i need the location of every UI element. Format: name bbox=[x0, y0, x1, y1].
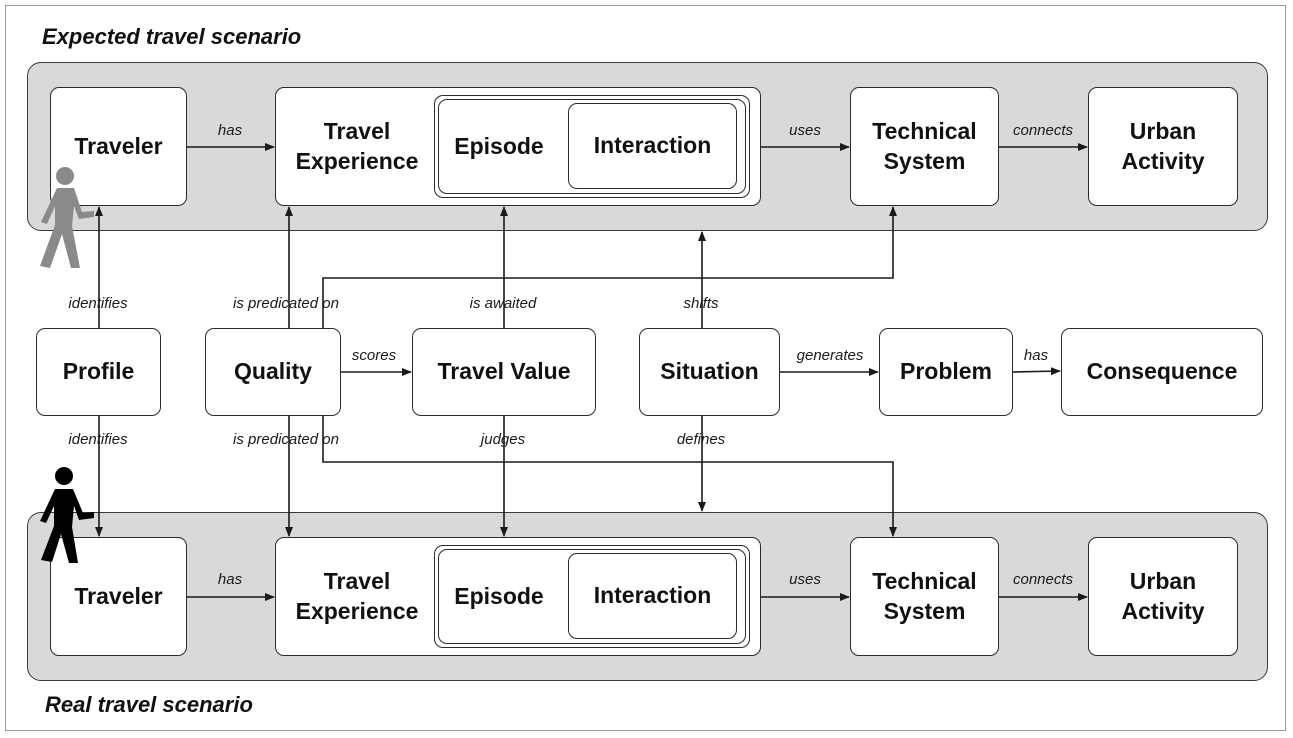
real-interaction-box: Interaction bbox=[568, 553, 737, 639]
problem-has-label: has bbox=[1023, 347, 1049, 364]
quality-to-expected-technical-arrow bbox=[322, 206, 897, 328]
problem-box: Problem bbox=[879, 328, 1013, 416]
real-uses-label: uses bbox=[789, 571, 821, 588]
expected-has-label: has bbox=[217, 122, 243, 139]
defines-label: defines bbox=[676, 431, 726, 448]
real-travel-experience-label: Travel Experience bbox=[295, 567, 419, 624]
problem-has-arrow bbox=[1012, 367, 1061, 376]
expected-technical-system-box: Technical System bbox=[850, 87, 999, 206]
expected-episode-label: Episode bbox=[454, 132, 544, 159]
real-connects-label: connects bbox=[1012, 571, 1074, 588]
expected-urban-activity-box: Urban Activity bbox=[1088, 87, 1238, 206]
is-awaited-label: is awaited bbox=[469, 295, 537, 312]
judges-label: judges bbox=[480, 431, 526, 448]
expected-interaction-box: Interaction bbox=[568, 103, 737, 189]
expected-scenario-title: Expected travel scenario bbox=[42, 24, 302, 49]
situation-box: Situation bbox=[639, 328, 780, 416]
real-episode-label: Episode bbox=[454, 582, 544, 609]
profile-box: Profile bbox=[36, 328, 161, 416]
scores-label: scores bbox=[351, 347, 397, 364]
identifies-top-label: identifies bbox=[68, 295, 128, 312]
is-predicated-on-top-label: is predicated on bbox=[233, 295, 339, 312]
expected-uses-label: uses bbox=[789, 122, 821, 139]
shifts-label: shifts bbox=[683, 295, 719, 312]
expected-episode-inner-border bbox=[438, 99, 746, 194]
expected-person-icon bbox=[40, 167, 94, 268]
travel-value-box: Travel Value bbox=[412, 328, 596, 416]
expected-traveler-box: Traveler bbox=[50, 87, 187, 206]
real-episode-inner-border bbox=[438, 549, 746, 644]
quality-box: Quality bbox=[205, 328, 341, 416]
real-technical-system-box: Technical System bbox=[850, 537, 999, 656]
expected-connects-label: connects bbox=[1012, 122, 1074, 139]
consequence-box: Consequence bbox=[1061, 328, 1263, 416]
real-urban-activity-box: Urban Activity bbox=[1088, 537, 1238, 656]
identifies-bottom-label: identifies bbox=[68, 431, 128, 448]
quality-to-real-technical-arrow bbox=[322, 416, 897, 537]
real-scenario-title: Real travel scenario bbox=[45, 692, 253, 717]
is-predicated-on-bottom-label: is predicated on bbox=[233, 431, 339, 448]
real-has-label: has bbox=[217, 571, 243, 588]
real-person-icon bbox=[40, 467, 94, 563]
generates-label: generates bbox=[796, 347, 864, 364]
expected-travel-experience-label: Travel Experience bbox=[295, 117, 419, 174]
